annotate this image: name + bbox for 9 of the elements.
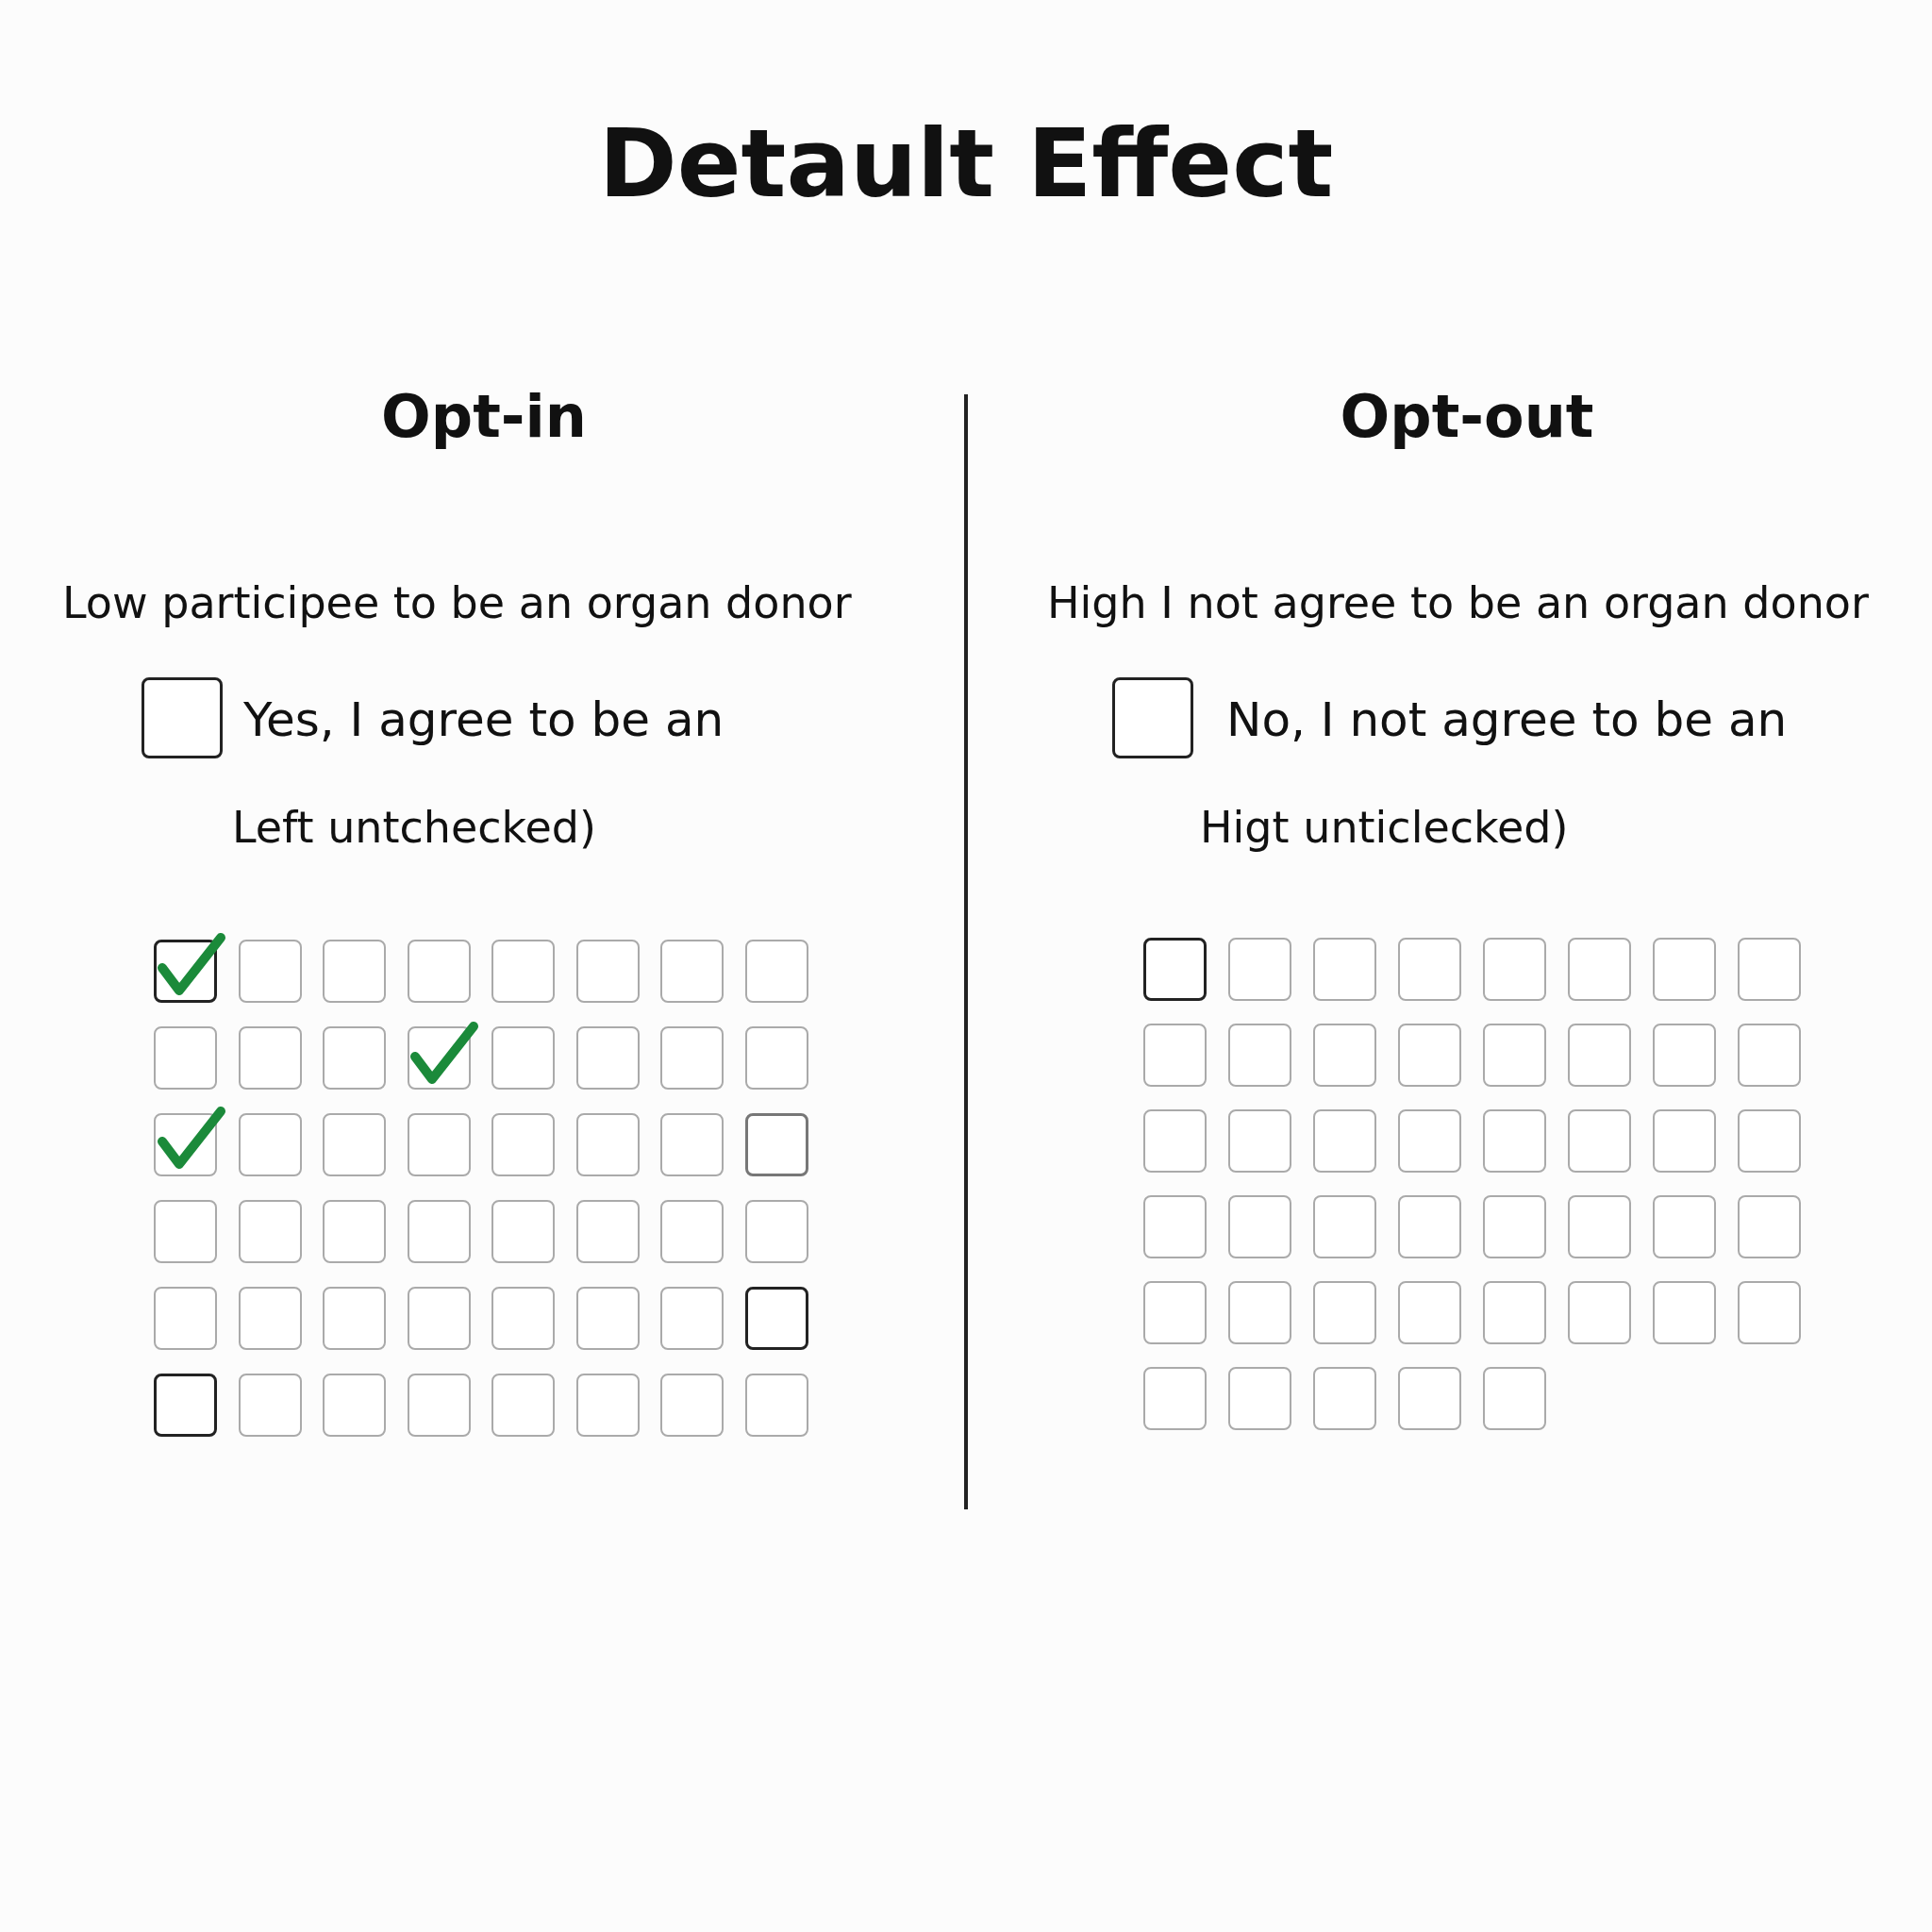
- checkbox-label: Yes, I agree to be an: [243, 692, 724, 747]
- column-heading: Opt-in: [381, 382, 587, 451]
- note-text: Higt unticlecked): [1200, 802, 1569, 853]
- title: Detault Effect: [598, 108, 1334, 219]
- checkbox-label: No, I not agree to be an: [1226, 692, 1788, 747]
- description-text: High I not agree to be an organ donor: [1047, 577, 1869, 628]
- column-heading: Opt-out: [1340, 382, 1594, 451]
- note-text: Left untchecked): [232, 802, 596, 853]
- description-text: Low participee to be an organ donor: [62, 577, 852, 628]
